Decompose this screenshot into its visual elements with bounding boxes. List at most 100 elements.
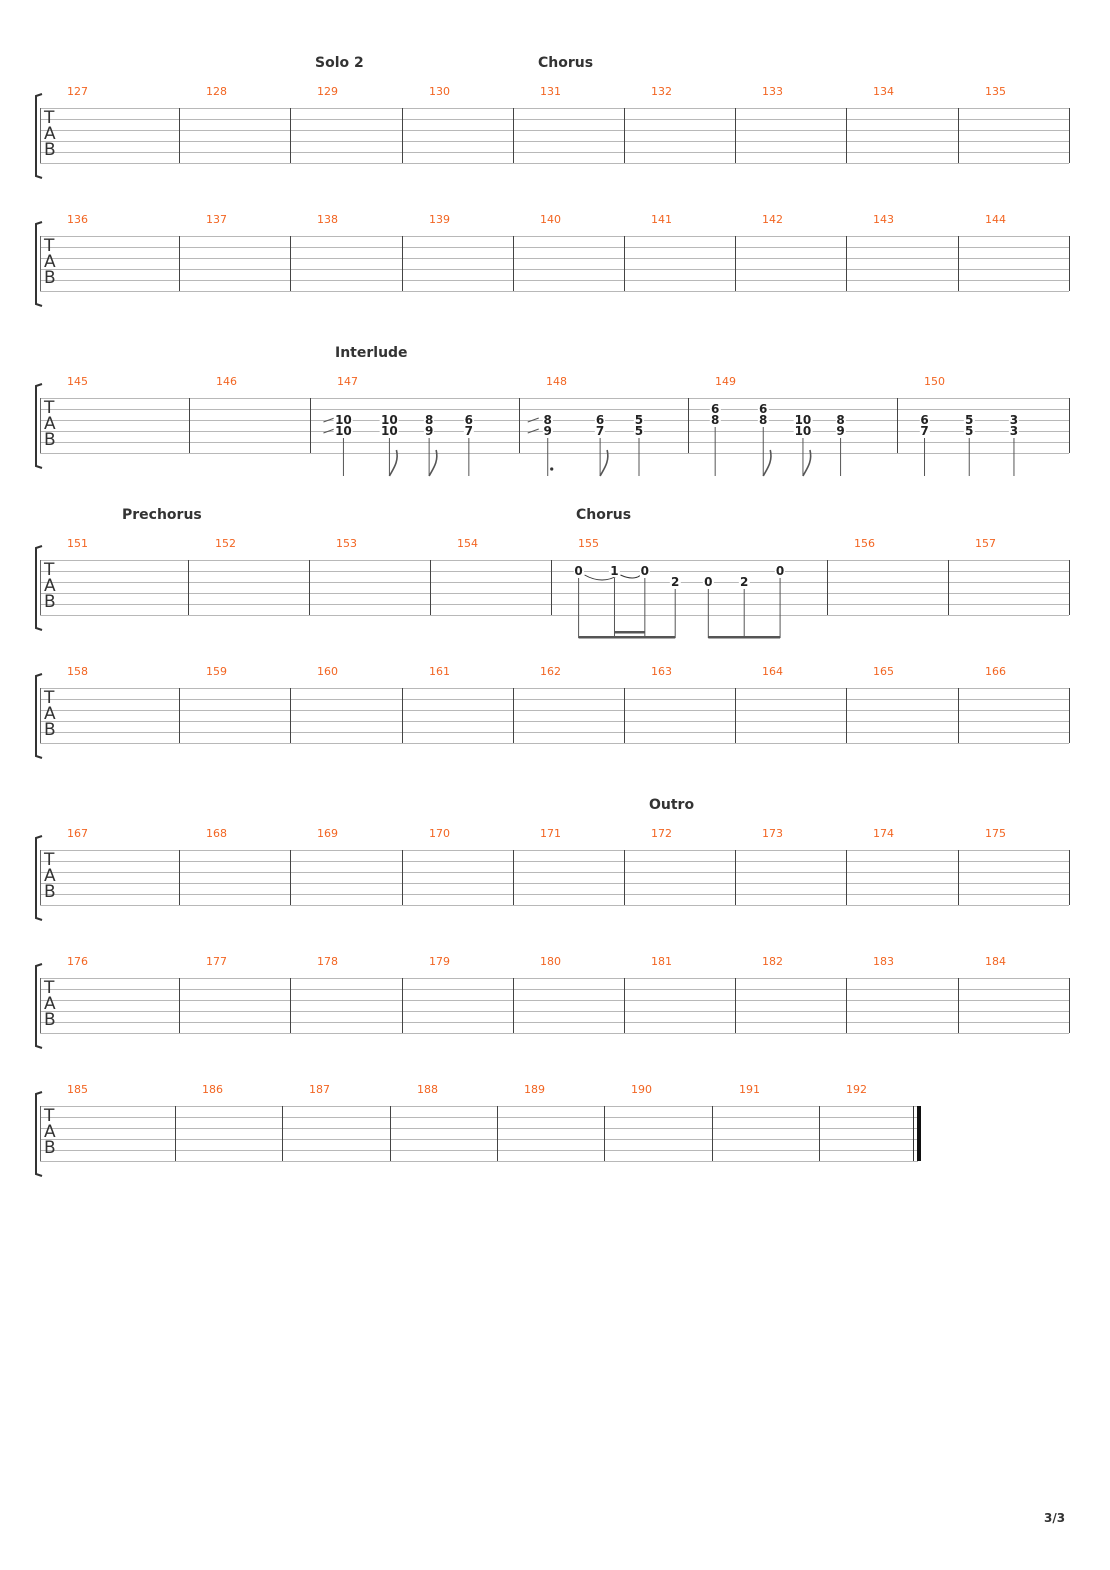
fret-number: 6 bbox=[919, 413, 930, 427]
fret-number: 5 bbox=[633, 413, 645, 427]
final-barline-thick bbox=[917, 1106, 921, 1161]
measure-number: 141 bbox=[651, 213, 672, 226]
tab-clef-letter: B bbox=[44, 268, 56, 288]
system-brace bbox=[35, 383, 43, 469]
measure-number: 135 bbox=[985, 85, 1006, 98]
measure-number: 156 bbox=[854, 537, 875, 550]
fret-number: 6 bbox=[758, 402, 769, 416]
measure-number: 184 bbox=[985, 955, 1006, 968]
slide-in-mark bbox=[323, 417, 335, 423]
tab-staff bbox=[35, 221, 1070, 307]
measure-number: 148 bbox=[546, 375, 567, 388]
fret-number: 10 bbox=[380, 413, 399, 427]
note-flag bbox=[762, 449, 772, 477]
tab-clef-letter: B bbox=[44, 882, 56, 902]
measure-number: 157 bbox=[975, 537, 996, 550]
tab-clef-letter: B bbox=[44, 1010, 56, 1030]
measure-number: 160 bbox=[317, 665, 338, 678]
tab-staff bbox=[35, 835, 1070, 921]
tab-clef-letter: T bbox=[44, 850, 55, 870]
measure-number: 133 bbox=[762, 85, 783, 98]
measure-number: 146 bbox=[216, 375, 237, 388]
fret-number: 0 bbox=[703, 575, 714, 589]
measure-number: 143 bbox=[873, 213, 894, 226]
tab-clef-letter: A bbox=[44, 124, 56, 144]
section-label: Interlude bbox=[335, 345, 408, 361]
section-label: Outro bbox=[649, 797, 695, 813]
measure-number: 136 bbox=[67, 213, 88, 226]
note-beam bbox=[578, 636, 676, 639]
fret-number: 10 bbox=[793, 424, 813, 438]
fret-number: 0 bbox=[639, 564, 651, 578]
tab-clef-letter: T bbox=[44, 560, 55, 580]
tab-clef-letter: B bbox=[44, 140, 56, 160]
section-label: Solo 2 bbox=[315, 55, 364, 71]
measure-number: 187 bbox=[309, 1083, 330, 1096]
measure-number: 176 bbox=[67, 955, 88, 968]
fret-number: 8 bbox=[758, 413, 769, 427]
fret-number: 1 bbox=[609, 564, 620, 578]
fret-number: 10 bbox=[334, 413, 353, 427]
measure-number: 142 bbox=[762, 213, 783, 226]
measure-number: 129 bbox=[317, 85, 338, 98]
note-flag bbox=[388, 449, 398, 477]
note-beam bbox=[708, 636, 781, 639]
tab-clef-letter: B bbox=[44, 1138, 56, 1158]
fret-number: 5 bbox=[964, 413, 975, 427]
tab-clef-letter: B bbox=[44, 592, 56, 612]
measure-number: 181 bbox=[651, 955, 672, 968]
fret-number: 10 bbox=[793, 413, 813, 427]
fret-number: 2 bbox=[670, 575, 681, 589]
measure-number: 180 bbox=[540, 955, 561, 968]
tab-clef-letter: B bbox=[44, 720, 56, 740]
fret-number: 2 bbox=[739, 575, 750, 589]
measure-number: 165 bbox=[873, 665, 894, 678]
measure-number: 158 bbox=[67, 665, 88, 678]
note-flag bbox=[802, 449, 812, 477]
system-brace bbox=[35, 963, 43, 1049]
system-brace bbox=[35, 835, 43, 921]
measure-number: 164 bbox=[762, 665, 783, 678]
measure-number: 151 bbox=[67, 537, 88, 550]
tab-clef-letter: T bbox=[44, 236, 55, 256]
fret-number: 9 bbox=[542, 424, 553, 438]
system-brace bbox=[35, 545, 43, 631]
tab-staff bbox=[35, 1091, 921, 1177]
fret-number: 6 bbox=[463, 413, 475, 427]
system-brace bbox=[35, 221, 43, 307]
note-beam-secondary bbox=[614, 631, 645, 634]
measure-number: 186 bbox=[202, 1083, 223, 1096]
fret-number: 10 bbox=[334, 424, 353, 438]
note-flag bbox=[599, 449, 609, 477]
measure-number: 189 bbox=[524, 1083, 545, 1096]
tab-clef-letter: T bbox=[44, 688, 55, 708]
measure-number: 192 bbox=[846, 1083, 867, 1096]
fret-number: 8 bbox=[835, 413, 846, 427]
tab-clef-letter: A bbox=[44, 1122, 56, 1142]
tab-clef-letter: B bbox=[44, 430, 56, 450]
measure-number: 130 bbox=[429, 85, 450, 98]
tab-clef-letter: T bbox=[44, 108, 55, 128]
tab-clef-letter: A bbox=[44, 576, 56, 596]
measure-number: 161 bbox=[429, 665, 450, 678]
tab-staff bbox=[35, 673, 1070, 759]
tab-clef-letter: T bbox=[44, 1106, 55, 1126]
fret-number: 9 bbox=[835, 424, 846, 438]
page-number: 3/3 bbox=[1044, 1511, 1066, 1525]
measure-number: 155 bbox=[578, 537, 599, 550]
measure-number: 147 bbox=[337, 375, 358, 388]
tab-clef-letter: T bbox=[44, 978, 55, 998]
measure-number: 159 bbox=[206, 665, 227, 678]
measure-number: 153 bbox=[336, 537, 357, 550]
tab-clef-letter: A bbox=[44, 252, 56, 272]
rhythm-dot bbox=[550, 467, 554, 471]
measure-number: 168 bbox=[206, 827, 227, 840]
fret-number: 6 bbox=[709, 402, 721, 416]
